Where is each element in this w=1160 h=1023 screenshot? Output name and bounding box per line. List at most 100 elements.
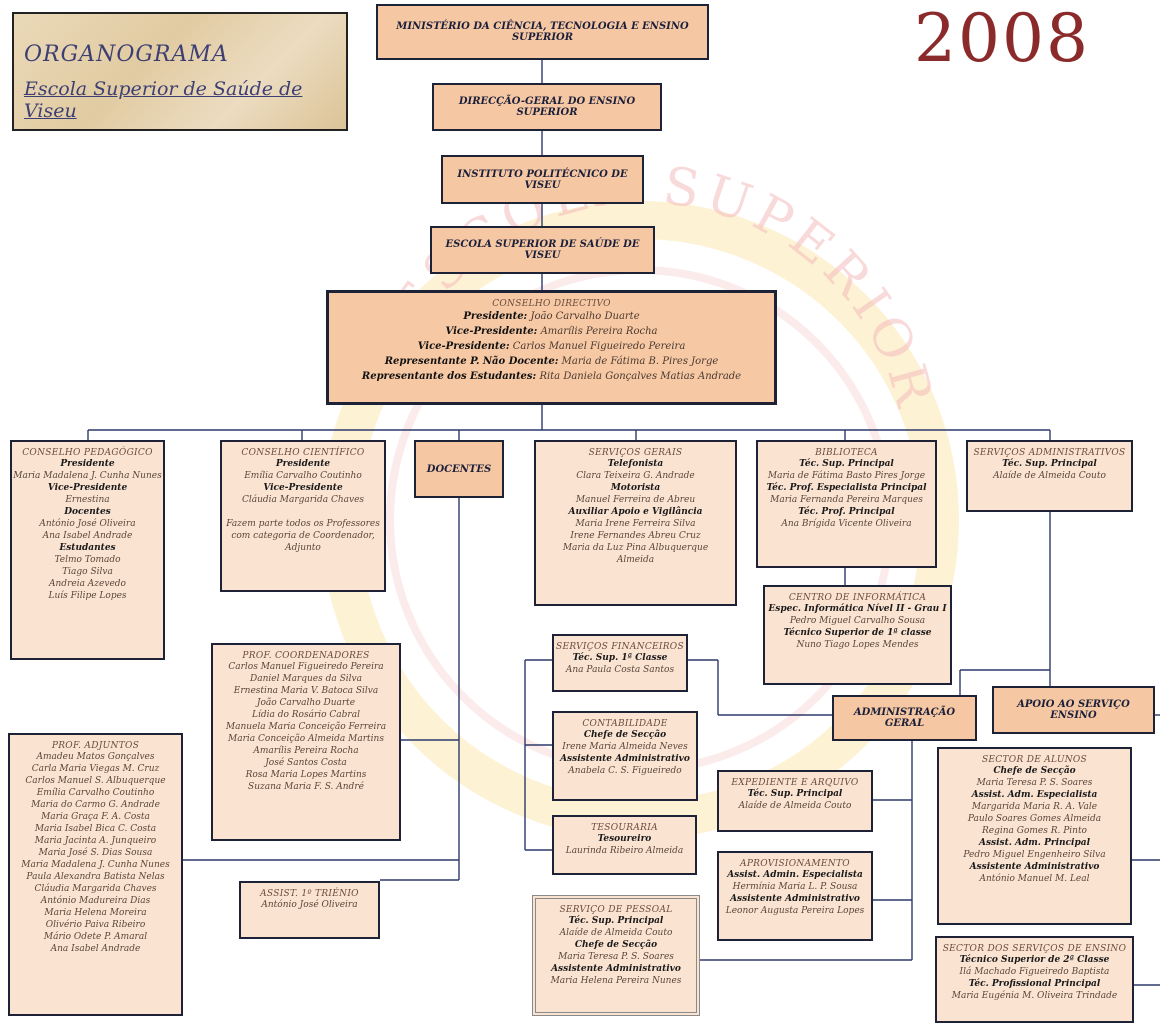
sector-servicos-ensino-title: SECTOR DOS SERVIÇOS DE ENSINO [942, 944, 1127, 954]
person-name: Ana Paula Costa Santos [565, 665, 675, 675]
person-name: Lídia do Rosário Cabral [252, 710, 360, 720]
dges-label: DIRECÇÃO-GERAL DO ENSINO SUPERIOR [458, 96, 636, 118]
centro-informatica-title: CENTRO DE INFORMÁTICA [788, 593, 927, 603]
person-name: Maria Conceição Almeida Martins [228, 734, 384, 744]
role-label: Presidente [60, 459, 115, 469]
role-label: Téc. Sup. Principal [747, 789, 843, 799]
person-name: Alaíde de Almeida Couto [559, 928, 673, 938]
person-name: Nuno Tiago Lopes Mendes [796, 640, 919, 650]
conselho-cientifico-title: CONSELHO CIENTÍFICO [241, 448, 365, 458]
contabilidade-title: CONTABILIDADE [582, 719, 668, 729]
person-name: Maria Fernanda Pereira Marques [770, 495, 923, 505]
person-name: Emília Carvalho Coutinho [244, 471, 362, 481]
role-label: Téc. Sup. 1ª Classe [572, 653, 668, 663]
prof-adjuntos-title: PROF. ADJUNTOS [51, 741, 140, 751]
school-name: Escola Superior de Saúde de Viseu [24, 78, 303, 122]
person-name: Laurinda Ribeiro Almeida [565, 846, 684, 856]
person-name: Regina Gomes R. Pinto [982, 826, 1087, 836]
person-name: Clara Teixeira G. Andrade [576, 471, 695, 481]
role-label: Docentes [64, 507, 111, 517]
person-name: Maria Helena Moreira [44, 908, 147, 918]
person-name: Amarílis Pereira Rocha [253, 746, 359, 756]
role-label: Assistente Administrativo [730, 894, 860, 904]
essv-label: ESCOLA SUPERIOR DE SAÚDE DE VISEU [445, 239, 640, 261]
person-name: Ilá Machado Figueiredo Baptista [959, 967, 1110, 977]
person-name: Adjunto [285, 543, 321, 553]
person-name: Tiago Silva [62, 567, 113, 577]
assist-trienio-title: ASSIST. 1º TRIÉNIO [260, 889, 359, 899]
docentes-box: DOCENTES [414, 440, 504, 498]
person-name: Maria da Luz Pina Albuquerque [562, 543, 709, 553]
ipv-label: INSTITUTO POLITÉCNICO DE VISEU [457, 168, 628, 191]
role-label: Téc. Sup. Principal [568, 916, 664, 926]
person-name: Maria Graça F. A. Costa [41, 812, 150, 822]
role-label: Chefe de Secção [993, 766, 1076, 776]
person-name: Margarida Maria R. A. Vale [971, 802, 1098, 812]
role-label: Vice-Presidente [263, 483, 343, 493]
role-label: Chefe de Secção [583, 730, 667, 740]
role-label: Assist. Adm. Especialista [971, 790, 1098, 800]
servicos-administrativos-title: SERVIÇOS ADMINISTRATIVOS [973, 448, 1126, 458]
person-name: com categoria de Coordenador, [231, 531, 375, 541]
conselho-directivo-title: CONSELHO DIRECTIVO [492, 299, 611, 309]
organogram-title-box: ORGANOGRAMA Escola Superior de Saúde de … [12, 12, 348, 131]
servicos-financeiros-title: SERVIÇOS FINANCEIROS [556, 642, 684, 652]
person-name: Amadeu Matos Gonçalves [36, 752, 155, 762]
person-name [222, 506, 384, 518]
person-name: Mário Odete P. Amaral [43, 932, 148, 942]
role-label: Téc. Profissional Principal [968, 979, 1101, 989]
essv-box: ESCOLA SUPERIOR DE SAÚDE DE VISEU [430, 226, 655, 274]
person-name: Carla Maria Viegas M. Cruz [31, 764, 160, 774]
person-name: Maria Teresa P. S. Soares [558, 952, 674, 962]
conselho-pedagogico-title: CONSELHO PEDAGÓGICO [22, 448, 153, 458]
person-name: Paulo Soares Gomes Almeida [967, 814, 1102, 824]
administracao-geral-label: ADMINISTRAÇÃO GERAL [853, 707, 956, 729]
person-name: António Madureira Dias [40, 896, 151, 906]
person-name: Alaíde de Almeida Couto [993, 471, 1106, 481]
person-name: Suzana Maria F. S. André [248, 782, 364, 792]
person-name: Pedro Miguel Engenheiro Silva [963, 850, 1106, 860]
apoio-servico-ensino-box: APOIO AO SERVIÇO ENSINO [992, 686, 1155, 734]
person-name: Anabela C. S. Figueiredo [568, 766, 682, 776]
person-name: Ana Isabel Andrade [50, 944, 141, 954]
role-label: Chefe de Secção [574, 940, 658, 950]
person-name: Maria Eugénia M. Oliveira Trindade [951, 991, 1118, 1001]
person-name: Hermínia Maria L. P. Sousa [732, 882, 858, 892]
apoio-servico-ensino-label: APOIO AO SERVIÇO ENSINO [1017, 699, 1130, 721]
year-label: 2008 [914, 0, 1090, 77]
role-label: Espec. Informática Nível II - Grau I [768, 604, 947, 614]
person-name: João Carvalho Duarte [256, 698, 356, 708]
ministry-label: MINISTÉRIO DA CIÊNCIA, TECNOLOGIA E ENSI… [396, 21, 689, 43]
role-label: Assist. Admin. Especialista [727, 870, 863, 880]
role-label: Assistente Administrativo [969, 862, 1100, 872]
person-name: Rosa Maria Lopes Martins [245, 770, 367, 780]
person-name: Maria Helena Pereira Nunes [550, 976, 682, 986]
role-label: Telefonista [607, 459, 664, 469]
person-name: Ana Isabel Andrade [42, 531, 133, 541]
biblioteca-title: BIBLIOTECA [815, 448, 878, 458]
person-name: Daniel Marques da Silva [250, 674, 362, 684]
person-name: Telmo Tomado [54, 555, 121, 565]
person-name: Maria Madalena J. Cunha Nunes [21, 860, 170, 870]
role-label: Assist. Adm. Principal [978, 838, 1090, 848]
person-name: António José Oliveira [261, 900, 358, 910]
servico-pessoal-title: SERVIÇO DE PESSOAL [559, 905, 673, 915]
person-name: Maria Irene Ferreira Silva [575, 519, 696, 529]
person-name: António José Oliveira [39, 519, 136, 529]
person-name: Fazem parte todos os Professores [226, 519, 380, 529]
role-label: Técnico Superior de 1ª classe [783, 628, 932, 638]
ministry-box: MINISTÉRIO DA CIÊNCIA, TECNOLOGIA E ENSI… [376, 4, 709, 60]
